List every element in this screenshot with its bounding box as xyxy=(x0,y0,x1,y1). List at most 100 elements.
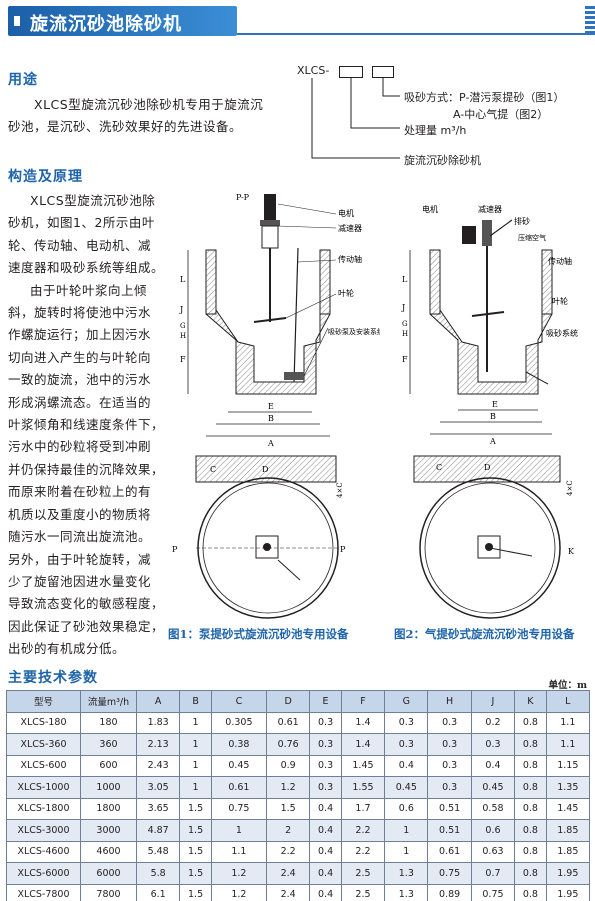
fig1-dim-J: J xyxy=(179,305,183,314)
construction-line: 污水中的砂粒将受到冲刷 xyxy=(8,439,152,455)
table-cell: 1 xyxy=(210,819,267,842)
fig1-shaft-label: 传动轴 xyxy=(338,254,362,264)
fig2-impeller-label: 叶轮 xyxy=(552,296,568,306)
table-cell: XLCS-4600 xyxy=(6,840,81,863)
fig1-pp-label: P-P xyxy=(236,193,250,202)
construction-heading: 构造及原理 xyxy=(8,169,83,185)
fig2-dim-L: L xyxy=(402,275,408,284)
construction-line: 机质以及重度小的物质将 xyxy=(8,506,152,522)
table-cell: 0.8 xyxy=(514,862,547,885)
table-cell: 0.4 xyxy=(309,862,342,885)
construction-line: 随污水一同流出旋流池。 xyxy=(8,529,152,545)
table-cell: 0.4 xyxy=(470,754,516,777)
col-header: K xyxy=(514,690,547,713)
table-cell: 1.5 xyxy=(179,797,212,820)
table-cell: 0.61 xyxy=(265,711,311,734)
fig2-shaft-label: 传动轴 xyxy=(548,256,572,266)
table-cell: 0.4 xyxy=(384,754,429,777)
construction-line: 并仍保持最佳的沉降效果， xyxy=(8,461,165,477)
table-cell: XLCS-360 xyxy=(6,733,81,756)
table-cell: 3.65 xyxy=(135,797,181,820)
table-cell: 1 xyxy=(384,840,429,863)
table-cell: 2.5 xyxy=(340,862,386,885)
fig2-dim-J: J xyxy=(401,303,405,312)
table-cell: 7800 xyxy=(80,883,137,901)
table-cell: 2.43 xyxy=(135,754,181,777)
table-cell: 0.4 xyxy=(309,819,342,842)
code-box-capacity xyxy=(339,66,363,78)
construction-line: 另外，由于叶轮旋转，减 xyxy=(8,551,152,567)
figure-1-caption: 图1：泵提砂式旋流沉砂池专用设备 xyxy=(168,627,349,641)
table-cell: 0.3 xyxy=(384,733,429,756)
table-cell: 0.3 xyxy=(309,733,342,756)
construction-line: 少了旋留池因进水量变化 xyxy=(8,573,152,589)
code-prefix: XLCS- xyxy=(297,64,330,77)
table-cell: 0.75 xyxy=(470,883,516,901)
construction-line: 斜，旋转时将使池中污水 xyxy=(8,305,152,321)
table-cell: 0.8 xyxy=(514,733,547,756)
header-stripes xyxy=(585,6,595,34)
table-cell: 0.9 xyxy=(265,754,311,777)
table-cell: 0.305 xyxy=(210,711,267,734)
construction-text: XLCS型旋流沉砂池除 砂机，如图1、2所示由叶 轮、传动轴、电动机、减 速度器… xyxy=(8,190,166,661)
code-method-line2: A-中心气提（图2） xyxy=(453,108,549,121)
table-cell: 1.3 xyxy=(384,883,429,901)
fig2-dim-D: D xyxy=(484,463,490,472)
col-header: E xyxy=(309,690,342,713)
fig1-section-P-right: P xyxy=(340,545,346,554)
table-cell: 1 xyxy=(384,819,429,842)
table-cell: 1.4 xyxy=(340,733,386,756)
table-cell: 1 xyxy=(179,733,212,756)
table-cell: 1.15 xyxy=(545,754,591,777)
table-cell: 1.3 xyxy=(384,862,429,885)
table-cell: 0.58 xyxy=(470,797,516,820)
unit-label: 单位：m xyxy=(548,680,587,691)
usage-line-1: XLCS型旋流沉砂池除砂机专用于旋流沉 xyxy=(34,97,264,112)
table-cell: 0.8 xyxy=(514,711,547,734)
table-cell: 0.45 xyxy=(470,776,516,799)
params-table: 型号 流量m³/h A B C D E F G H J K L XLCS-180… xyxy=(6,690,591,901)
table-cell: XLCS-1800 xyxy=(6,797,81,820)
table-cell: 1.5 xyxy=(179,862,212,885)
fig2-dim-E: E xyxy=(492,400,498,409)
fig2-dim-B: B xyxy=(490,412,496,421)
table-cell: 1000 xyxy=(80,776,137,799)
fig2-reducer-label: 减速器 xyxy=(478,204,502,214)
figure-2-drawing: 电机 减速器 排砂 压缩空气 传动轴 叶轮 吸砂系统 L J G H F E B… xyxy=(401,204,578,619)
fig2-dim-G: G xyxy=(402,320,408,328)
table-cell: 0.3 xyxy=(427,711,472,734)
construction-line: 导致流态变化的敏感程度， xyxy=(8,596,165,612)
table-cell: 2.2 xyxy=(265,840,311,863)
table-cell: 1.5 xyxy=(179,819,212,842)
col-header: H xyxy=(427,690,472,713)
table-cell: 180 xyxy=(80,711,137,734)
table-cell: 0.4 xyxy=(309,883,342,901)
table-cell: 6000 xyxy=(80,862,137,885)
fig1-dim-E: E xyxy=(268,402,274,411)
table-cell: 0.51 xyxy=(427,797,472,820)
construction-line: 因此保证了砂池效果稳定， xyxy=(8,618,165,634)
table-cell: 0.61 xyxy=(210,776,267,799)
table-cell: 3000 xyxy=(80,819,137,842)
table-cell: 1 xyxy=(179,776,212,799)
table-cell: 1.2 xyxy=(210,883,267,901)
fig1-pump-label: 吸砂泵及安装系统 xyxy=(328,327,380,336)
table-cell: 1.83 xyxy=(135,711,181,734)
table-cell: 2 xyxy=(265,819,311,842)
fig2-dim-4C: 4×C xyxy=(566,480,574,496)
col-header: L xyxy=(545,690,591,713)
params-heading: 主要技术参数 xyxy=(8,670,98,686)
fig1-dim-F: F xyxy=(180,355,186,364)
table-cell: 0.8 xyxy=(514,840,547,863)
fig1-impeller-label: 叶轮 xyxy=(338,288,354,298)
table-cell: 0.3 xyxy=(309,711,342,734)
table-cell: XLCS-7800 xyxy=(6,883,81,901)
fig1-dim-D: D xyxy=(262,465,268,474)
figure-2-caption: 图2：气提砂式旋流沉砂池专用设备 xyxy=(394,627,575,641)
table-cell: 0.45 xyxy=(210,754,267,777)
